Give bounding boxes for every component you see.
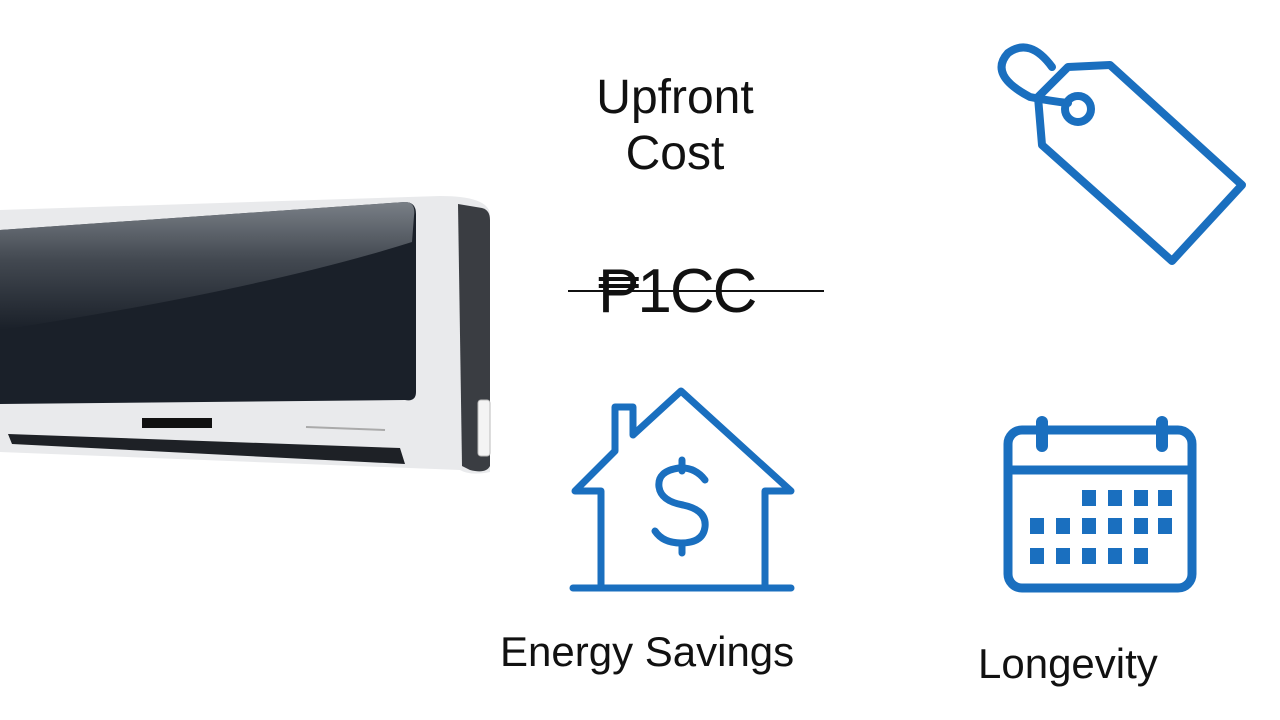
strikethrough-line [568,290,824,292]
upfront-title-line1: Upfront [596,71,754,124]
house-dollar-icon [565,385,797,595]
price-value: ₱1CC [598,257,757,326]
price-tag-icon [990,35,1250,275]
calendar-icon [1000,410,1200,595]
struck-price: ₱1CC [568,252,824,332]
air-conditioner-illustration [0,190,500,480]
upfront-cost-heading: Upfront Cost [560,70,790,182]
energy-savings-label: Energy Savings [500,628,795,675]
longevity-label: Longevity [978,640,1158,687]
upfront-title-line2: Cost [625,127,725,180]
